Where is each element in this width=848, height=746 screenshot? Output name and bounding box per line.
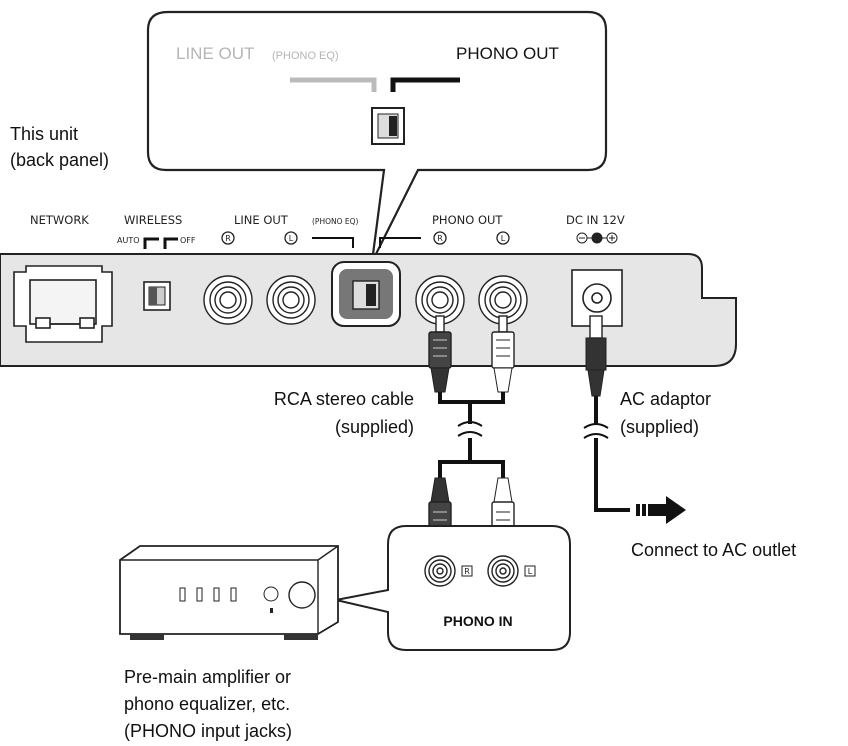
svg-text:L: L [501, 234, 506, 243]
output-switch-icon [331, 261, 401, 327]
line-out-r-jack [203, 275, 253, 325]
rca-cable-label-line1: RCA stereo cable [274, 389, 414, 409]
line-out-r-marker: R [221, 231, 235, 245]
switch-callout: LINE OUT (PHONO EQ) PHONO OUT [146, 10, 608, 263]
ac-outlet-arrow-icon [648, 496, 686, 524]
wireless-off-indicator [163, 237, 178, 249]
ac-adaptor-label-line2: (supplied) [620, 417, 699, 437]
line-out-l-jack [266, 275, 316, 325]
wireless-switch-icon [143, 281, 171, 311]
phono-in-label: PHONO IN [443, 613, 512, 629]
dc-polarity-icon [576, 232, 618, 244]
amp-label-line3: (PHONO input jacks) [124, 721, 292, 741]
panel-labels: NETWORK WIRELESS AUTO OFF LINE OUT (PHON… [30, 213, 625, 249]
unit-label-line2: (back panel) [10, 150, 109, 170]
callout-phono-eq-label: (PHONO EQ) [272, 50, 339, 62]
unit-label-line1: This unit [10, 124, 78, 144]
phono-in-l-jack [487, 555, 519, 587]
rca-cable-label-line2: (supplied) [335, 417, 414, 437]
rca-cable [438, 392, 505, 478]
amp-label-line2: phono equalizer, etc. [124, 694, 290, 714]
phono-out-indicator [390, 77, 460, 92]
phono-out-l-marker: L [496, 231, 510, 245]
amplifier-icon [119, 545, 339, 640]
off-label: OFF [180, 236, 196, 245]
phono-in-l-label: L [528, 567, 533, 576]
callout-line-out-label: LINE OUT [176, 44, 254, 63]
phono-out-r-marker: R [433, 231, 447, 245]
auto-label: AUTO [117, 236, 140, 245]
back-panel [0, 253, 737, 367]
wireless-label: WIRELESS [124, 213, 182, 227]
dc-in-label: DC IN 12V [566, 213, 625, 227]
svg-text:R: R [437, 234, 443, 243]
phono-eq-label: (PHONO EQ) [312, 217, 359, 226]
rca-plug-right-top [491, 315, 515, 393]
wireless-auto-indicator [143, 237, 159, 249]
phono-out-label: PHONO OUT [432, 213, 503, 227]
line-out-l-marker: L [284, 231, 298, 245]
line-out-indicator [290, 77, 377, 92]
ac-adaptor-label-line1: AC adaptor [620, 389, 711, 409]
callout-phono-out-label: PHONO OUT [456, 44, 559, 63]
svg-text:R: R [225, 234, 231, 243]
rca-plug-left-top [428, 315, 452, 393]
phono-in-callout: R L PHONO IN [335, 525, 571, 651]
svg-text:L: L [289, 234, 294, 243]
network-label: NETWORK [30, 213, 89, 227]
ac-outlet-label: Connect to AC outlet [631, 540, 796, 560]
ac-adaptor-cable [583, 315, 686, 524]
phono-in-r-label: R [464, 567, 470, 576]
line-out-label: LINE OUT [234, 213, 289, 227]
amp-label-line1: Pre-main amplifier or [124, 667, 291, 687]
phono-in-r-jack [424, 555, 456, 587]
network-jack [13, 265, 113, 343]
